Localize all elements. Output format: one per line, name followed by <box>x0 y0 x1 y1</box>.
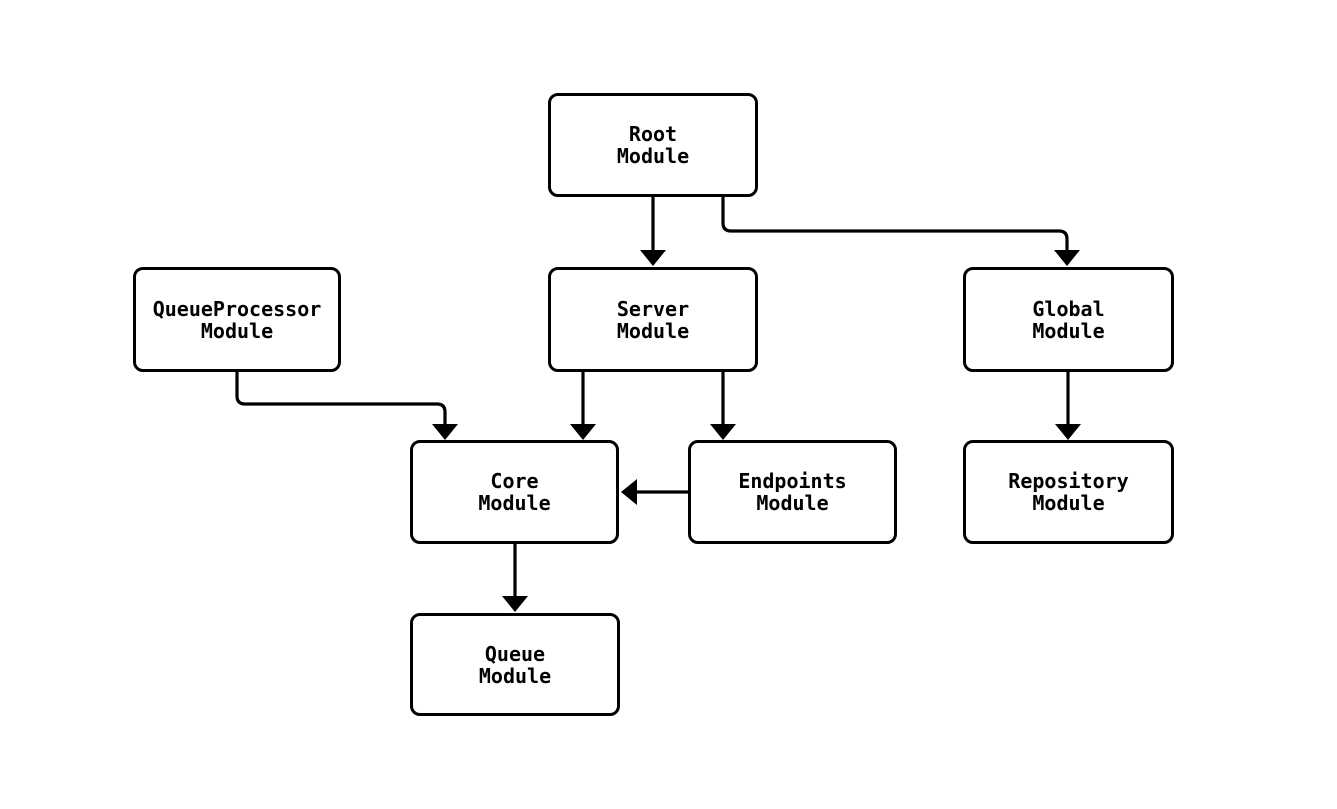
node-label-type: Module <box>616 318 690 343</box>
node-label-name: Repository <box>1008 469 1129 493</box>
node-label-name: Root <box>628 122 678 146</box>
edge-core-to-queue <box>502 544 528 612</box>
edge-global-to-repository <box>1055 372 1081 440</box>
edge-endpoints-to-core <box>621 479 688 505</box>
node-repository-module: Repository Module <box>963 440 1174 544</box>
node-label-type: Module <box>200 318 274 343</box>
node-endpoints-module: Endpoints Module <box>688 440 897 544</box>
edge-queueprocessor-to-core <box>235 372 458 440</box>
node-label-type: Module <box>1032 318 1105 343</box>
node-label-name: Queue <box>484 641 546 666</box>
node-label-type: Module <box>1032 491 1105 515</box>
node-label-type: Module <box>756 491 829 515</box>
node-label-name: Global <box>1032 296 1105 321</box>
node-label-type: Module <box>616 144 690 168</box>
edge-root-to-server <box>640 197 666 266</box>
edge-server-to-core <box>570 372 596 440</box>
edge-server-to-endpoints <box>710 372 736 440</box>
node-queueprocessor-module: QueueProcessor Module <box>133 267 341 372</box>
node-global-module: Global Module <box>963 267 1174 372</box>
node-label-name: Server <box>616 296 690 321</box>
node-label-name: Endpoints <box>738 469 847 493</box>
node-label-name: QueueProcessor <box>152 296 322 321</box>
edge-root-to-global <box>721 197 1080 266</box>
node-label-type: Module <box>478 491 551 515</box>
node-server-module: Server Module <box>548 267 758 372</box>
node-core-module: Core Module <box>410 440 619 544</box>
node-label-name: Core <box>490 469 539 493</box>
node-queue-module: Queue Module <box>410 613 620 716</box>
node-root-module: Root Module <box>548 93 758 197</box>
node-label-type: Module <box>478 663 552 688</box>
